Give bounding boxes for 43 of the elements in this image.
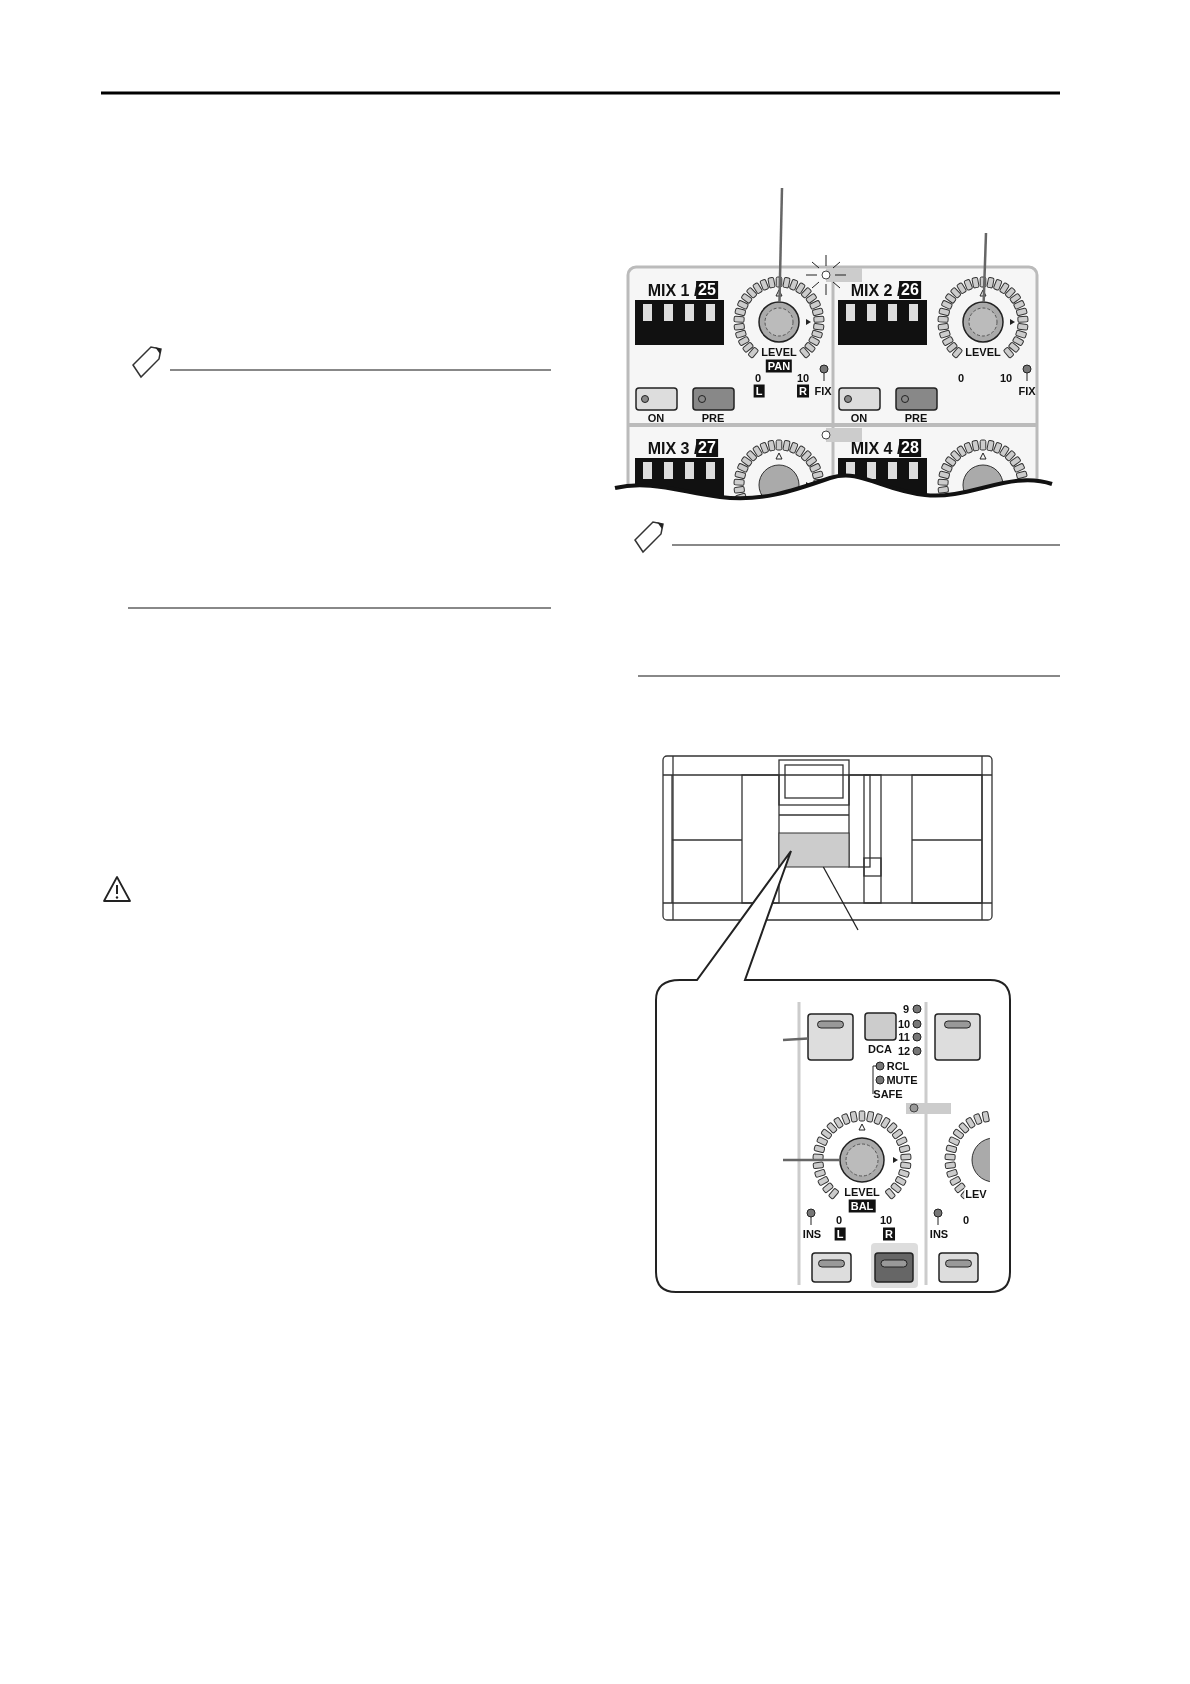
leader-line xyxy=(982,232,988,303)
panel-label: 0 xyxy=(957,372,965,384)
panel-label: MUTE xyxy=(886,1074,918,1086)
knob xyxy=(758,301,800,343)
panel-label: 0 xyxy=(835,1214,843,1226)
knob-label: LEVEL xyxy=(761,346,797,358)
panel-label: INS xyxy=(802,1228,822,1240)
knob xyxy=(839,1137,885,1183)
leader-line xyxy=(778,187,784,303)
leader-line xyxy=(782,1037,809,1042)
panel-label: LEV xyxy=(964,1187,988,1201)
panel-label: 10 xyxy=(999,372,1013,384)
panel-label: BAL xyxy=(848,1199,876,1213)
leader-line xyxy=(783,1158,840,1162)
panel-label: 9 xyxy=(902,1003,910,1015)
panel-label: 11 xyxy=(898,1031,910,1043)
knob-label: LEVEL xyxy=(965,346,1001,358)
panel-label: PAN xyxy=(765,359,793,373)
panel-label: FIX xyxy=(1018,385,1036,397)
panel-label: SAFE xyxy=(873,1088,903,1100)
knob-label: LEVEL xyxy=(844,1186,880,1198)
panel-label: DCA xyxy=(868,1043,892,1055)
panel-label: R xyxy=(797,384,809,398)
panel-label: 0 xyxy=(962,1214,970,1226)
knob xyxy=(962,301,1004,343)
panel-label: 12 xyxy=(897,1045,911,1057)
panel-label: 0 xyxy=(754,372,762,384)
panel-label: 10 xyxy=(796,372,810,384)
panel-label: RCL xyxy=(886,1060,910,1072)
panel-label: INS xyxy=(929,1228,949,1240)
panel-label: 10 xyxy=(879,1214,893,1226)
highlighted-area xyxy=(778,832,850,868)
panel-label: ON xyxy=(647,412,665,424)
panel-label: L xyxy=(834,1227,846,1241)
panel-label: ON xyxy=(850,412,868,424)
panel-label: R xyxy=(883,1227,895,1241)
panel-label: FIX xyxy=(814,385,832,397)
panel-label: L xyxy=(753,384,765,398)
channel-key xyxy=(807,1013,854,1061)
panel-label: PRE xyxy=(904,412,928,424)
panel-label: 10 xyxy=(897,1018,911,1030)
leader-line xyxy=(822,866,859,931)
panel-label: PRE xyxy=(701,412,725,424)
